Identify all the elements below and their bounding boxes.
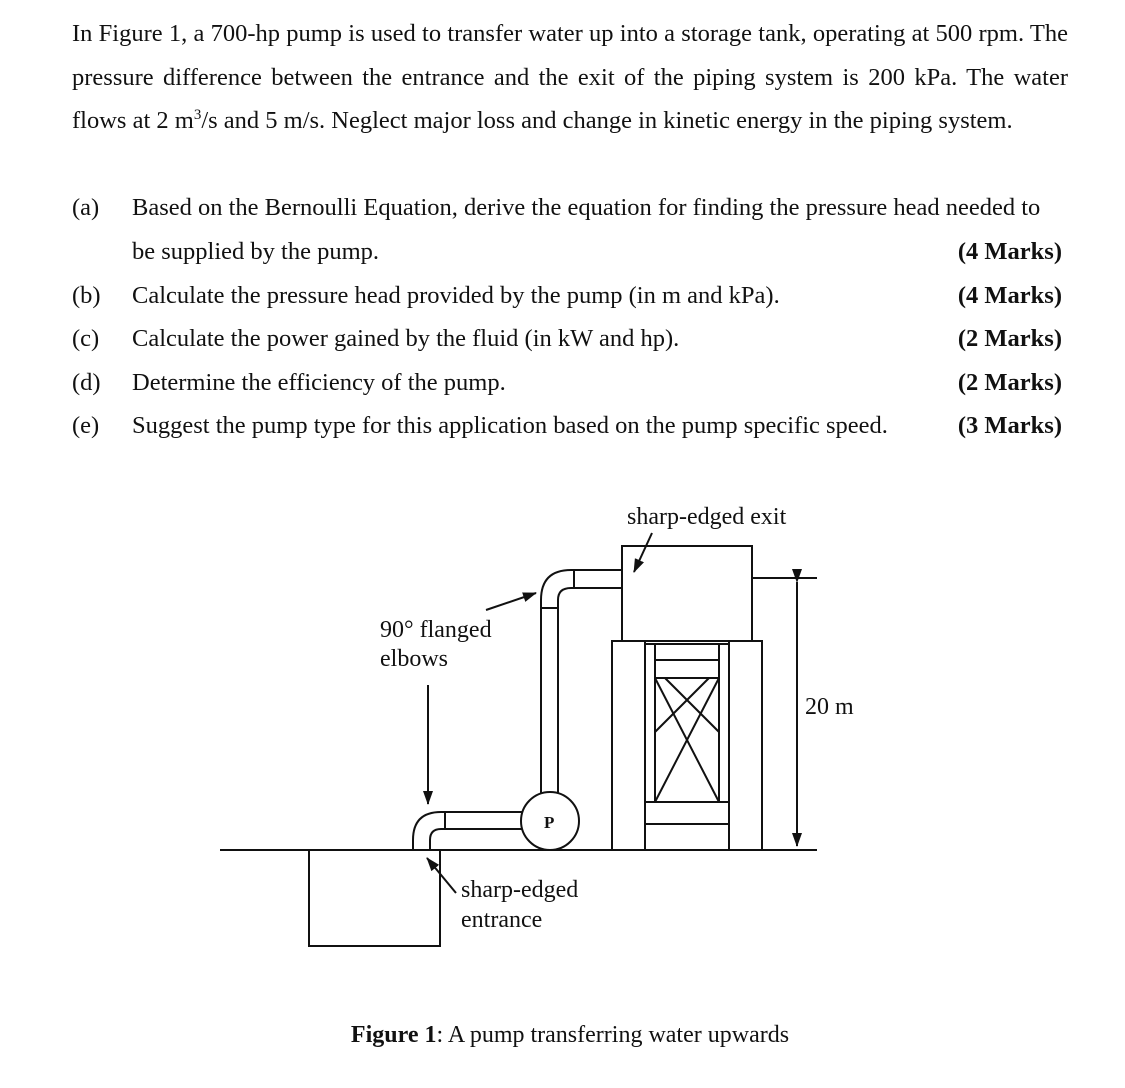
pump [520,791,580,851]
question-c-marks: (2 Marks) [957,325,1062,352]
outlet-elbow-inner [557,587,622,608]
entrance-arrow [426,857,457,894]
tower-cross-brace [654,677,720,803]
question-b-marks: (4 Marks) [957,282,1062,309]
exit-arrow [633,532,653,573]
question-e-text: Suggest the pump type for this applicati… [132,412,888,439]
tower-leg-right [728,640,763,851]
label-height: 20 m [805,694,854,720]
question-d-marks: (2 Marks) [957,369,1062,396]
question-a-text-line2: be supplied by the pump. [132,238,380,265]
label-entrance-line1: sharp-edged [461,877,578,903]
question-a-label: (a) [72,194,100,221]
question-e-label: (e) [72,412,100,439]
figure-caption-number: Figure 1 [350,1022,437,1048]
question-b-label: (b) [72,282,101,309]
outlet-elbow [540,569,622,608]
figure-caption-text: : A pump transferring water upwards [436,1022,790,1048]
label-sharp-edged-exit: sharp-edged exit [627,504,787,530]
tower-cross-brace [654,677,710,733]
question-a-marks: (4 Marks) [957,238,1062,265]
tower-leg-left [611,640,646,851]
inlet-elbow [412,811,528,850]
elbow-arrow-upper [485,592,537,611]
reservoir [308,849,441,947]
question-c-text: Calculate the power gained by the fluid … [132,325,680,352]
problem-intro-part1: In Figure 1, a 700-hp pump is used to tr… [72,20,1068,135]
label-elbows-line1: 90° flanged [380,617,492,643]
question-d-text: Determine the efficiency of the pump. [132,369,506,396]
question-a-text-line1: Based on the Bernoulli Equation, derive … [132,194,1041,221]
problem-statement: In Figure 1, a 700-hp pump is used to tr… [72,12,1068,143]
question-d-label: (d) [72,369,101,396]
question-c-label: (c) [72,325,100,352]
question-b-text: Calculate the pressure head provided by … [132,282,780,309]
figure-caption: Figure 1: A pump transferring water upwa… [0,1020,1125,1050]
label-elbows-line2: elbows [380,646,448,672]
problem-intro-part2: /s and 5 m/s. Neglect major loss and cha… [201,107,1013,135]
inlet-elbow-inner [429,828,524,850]
storage-tank [621,545,753,642]
question-e-marks: (3 Marks) [957,412,1062,439]
tower-cross-brace [664,677,720,733]
label-pump: P [544,813,554,832]
label-entrance-line2: entrance [461,907,542,933]
superscript-3: 3 [193,107,202,124]
